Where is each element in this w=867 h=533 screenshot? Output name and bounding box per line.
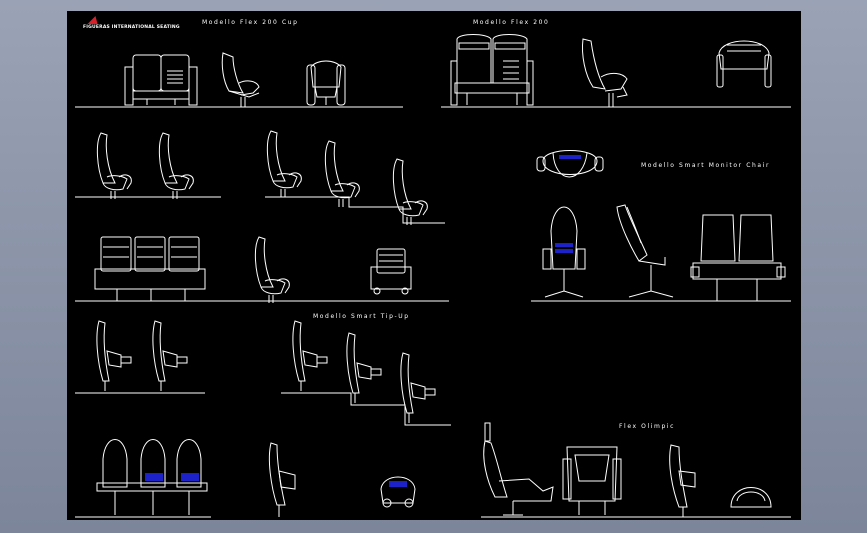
seat-front-single bbox=[370, 248, 412, 295]
monitor-chair-side bbox=[616, 204, 674, 298]
seat-side-tip-up bbox=[400, 352, 436, 424]
monitor-chair-top-view bbox=[536, 150, 604, 178]
seat-rear-view bbox=[306, 60, 346, 106]
olimpic-recliner-side bbox=[483, 422, 554, 516]
cad-drawing bbox=[75, 34, 791, 518]
monitor-chair-pair-front bbox=[690, 214, 786, 301]
label-smart-monitor-chair: Modello Smart Monitor Chair bbox=[641, 162, 771, 169]
olimpic-seat-side bbox=[669, 444, 696, 517]
seat-side-recliner bbox=[96, 132, 132, 200]
label-flex-200: Modello Flex 200 bbox=[473, 19, 550, 26]
seat-side-tip-up bbox=[346, 332, 382, 404]
seat-side-tip-up bbox=[292, 320, 328, 392]
seat-row-front-triple-olimpic bbox=[96, 439, 208, 515]
label-smart-tip-up: Modello Smart Tip-Up bbox=[313, 313, 410, 320]
seat-side-tip-up bbox=[152, 320, 188, 392]
seat-front-double-large bbox=[450, 34, 534, 106]
stepped-floor bbox=[281, 392, 451, 426]
seat-rear-view bbox=[716, 40, 772, 88]
seat-rear-olimpic bbox=[380, 476, 416, 508]
seat-side-tip-up bbox=[96, 320, 132, 392]
monitor-chair-front bbox=[542, 206, 586, 298]
label-flex-olimpic: Flex Olimpic bbox=[619, 423, 676, 430]
seat-side-recliner bbox=[221, 52, 260, 107]
seat-row-front-triple bbox=[94, 236, 206, 301]
seat-front-double bbox=[124, 54, 198, 106]
seat-side-olimpic bbox=[268, 442, 296, 517]
seat-side-recliner bbox=[254, 236, 290, 304]
olimpic-seat-front bbox=[562, 446, 622, 515]
seat-side-recliner bbox=[392, 158, 428, 226]
olimpic-seat-rear bbox=[730, 487, 772, 508]
seat-side-recliner bbox=[582, 38, 628, 107]
stepped-floor bbox=[265, 196, 445, 224]
seat-side-recliner bbox=[266, 130, 302, 198]
drawing-sheet: FIGUERAS INTERNATIONAL SEATING Modello F… bbox=[67, 11, 801, 520]
logo-text: FIGUERAS INTERNATIONAL SEATING bbox=[83, 25, 180, 30]
label-flex-200-cup: Modello Flex 200 Cup bbox=[202, 19, 299, 26]
seat-side-recliner bbox=[158, 132, 194, 200]
